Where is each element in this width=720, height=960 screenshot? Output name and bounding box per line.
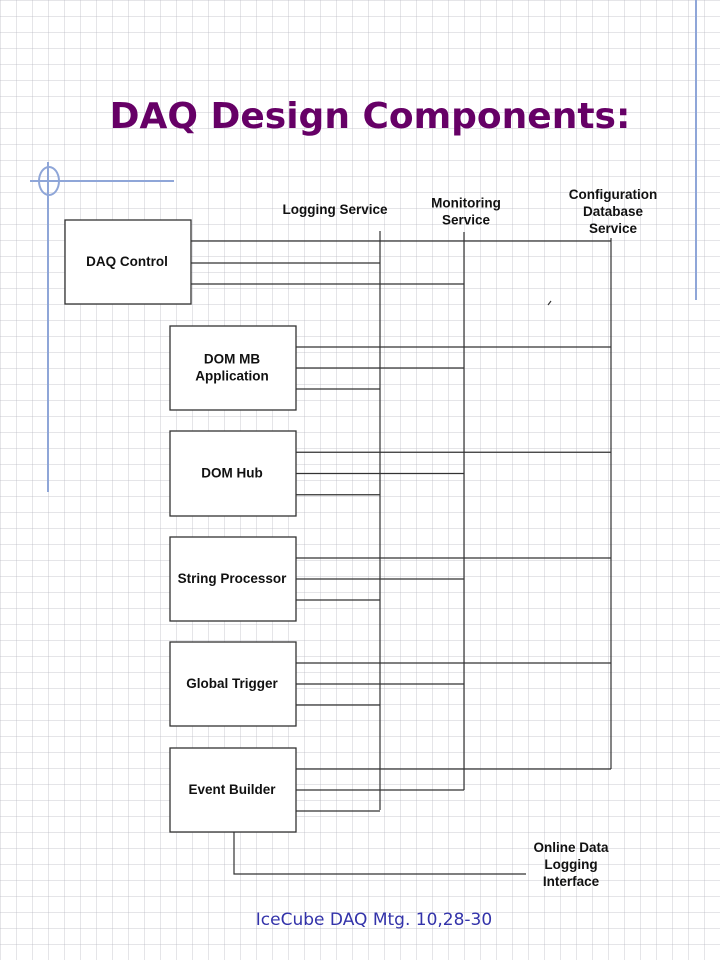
connection-lines xyxy=(191,231,612,875)
component-label-daq-control-line: DAQ Control xyxy=(86,254,168,269)
component-label-dom-hub: DOM Hub xyxy=(201,466,263,481)
footer-text: IceCube DAQ Mtg. 10,28-30 xyxy=(255,910,493,930)
component-label-dom-mb-application-line: DOM MB xyxy=(204,352,260,367)
component-label-dom-hub-line: DOM Hub xyxy=(201,466,263,481)
service-label-config-line: Service xyxy=(589,221,638,236)
slide-title: DAQ Design Components: xyxy=(109,96,631,137)
component-label-dom-mb-application-line: Application xyxy=(195,369,269,384)
component-box-dom-mb-application xyxy=(169,325,297,411)
component-label-daq-control: DAQ Control xyxy=(86,254,168,269)
component-box-event-builder xyxy=(169,747,297,833)
component-label-event-builder: Event Builder xyxy=(188,782,276,797)
service-label-config-line: Configuration xyxy=(569,187,657,202)
component-label-global-trigger: Global Trigger xyxy=(186,676,278,691)
output-label-online-data-logging-line: Interface xyxy=(543,874,600,889)
connector-event-builder-to-online-logging xyxy=(233,832,526,875)
output-label-online-data-logging-line: Online Data xyxy=(533,840,609,855)
service-label-monitoring-line: Service xyxy=(442,213,491,228)
service-label-logging-line: Logging Service xyxy=(282,202,388,217)
decor-horizontal-line-left xyxy=(30,180,174,182)
component-label-string-processor-line: String Processor xyxy=(178,571,288,586)
decor-vertical-line-left xyxy=(47,162,49,492)
component-box-global-trigger xyxy=(169,641,297,727)
component-boxes xyxy=(64,219,297,833)
stray-mark xyxy=(547,300,552,306)
component-box-string-processor xyxy=(169,536,297,622)
component-label-string-processor: String Processor xyxy=(178,571,288,586)
service-label-monitoring-line: Monitoring xyxy=(431,196,501,211)
component-box-daq-control xyxy=(64,219,192,305)
output-label-online-data-logging-line: Logging xyxy=(544,857,597,872)
decor-ring xyxy=(38,166,60,196)
service-label-logging: Logging Service xyxy=(282,202,388,217)
component-label-dom-mb-application: DOM MB Application xyxy=(195,352,269,384)
component-label-global-trigger-line: Global Trigger xyxy=(186,676,278,691)
component-box-dom-hub xyxy=(169,430,297,517)
decor-vertical-line-right xyxy=(695,0,697,300)
component-label-event-builder-line: Event Builder xyxy=(188,782,276,797)
service-label-config-line: Database xyxy=(583,204,644,219)
